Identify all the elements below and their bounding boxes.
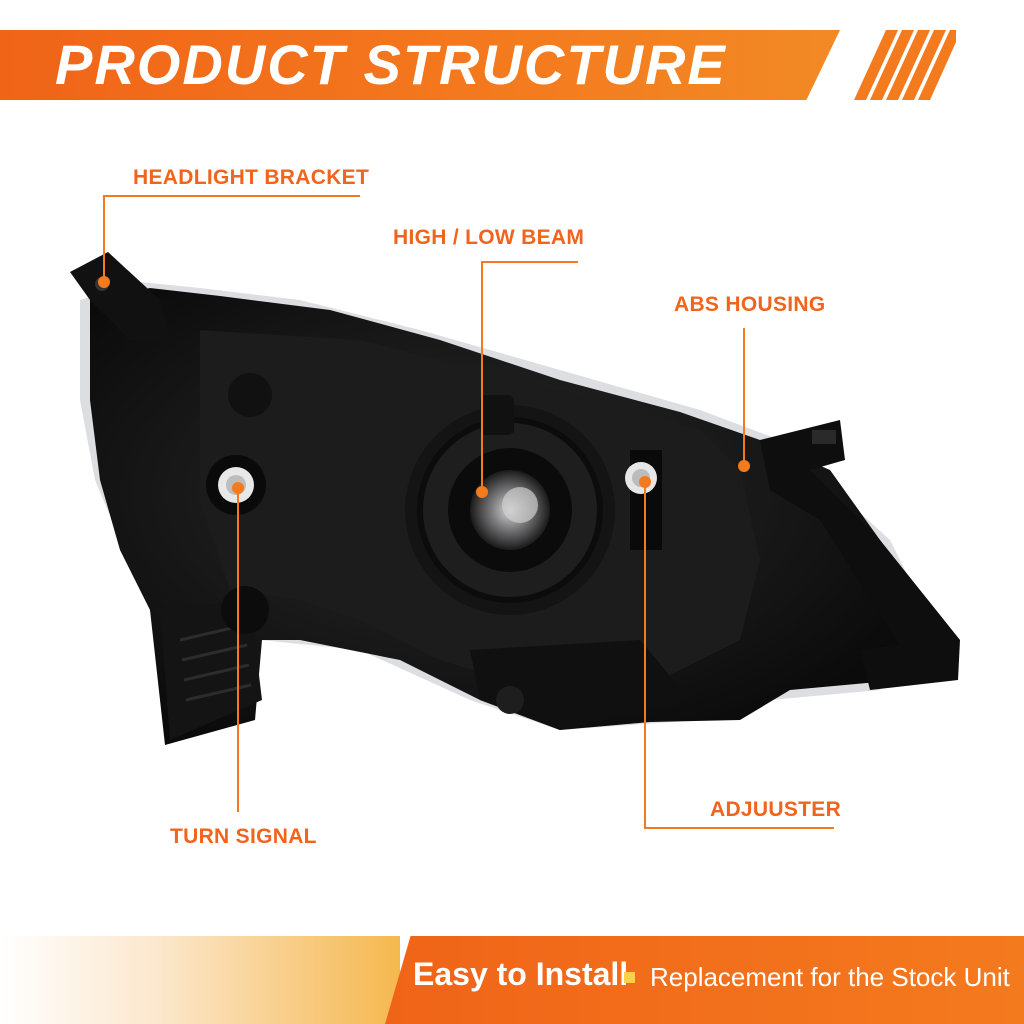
page-title: PRODUCT STRUCTURE: [55, 33, 727, 96]
callout-adjuster: ADJUUSTER: [710, 798, 842, 821]
callout-turn-signal: TURN SIGNAL: [170, 825, 317, 848]
footer-subtext: Replacement for the Stock Unit: [650, 962, 1010, 992]
footer-banner: [385, 936, 1024, 1024]
callout-abs-housing: ABS HOUSING: [674, 293, 826, 316]
footer-accent-band: [0, 936, 400, 1024]
callout-high-low-beam: HIGH / LOW BEAM: [393, 226, 585, 249]
header-stripes-decoration: [854, 30, 956, 100]
header-banner: [0, 30, 840, 100]
footer-bullet-icon: [624, 972, 635, 983]
footer-headline: Easy to Install: [413, 956, 629, 992]
callout-headlight-bracket: HEADLIGHT BRACKET: [133, 166, 370, 189]
